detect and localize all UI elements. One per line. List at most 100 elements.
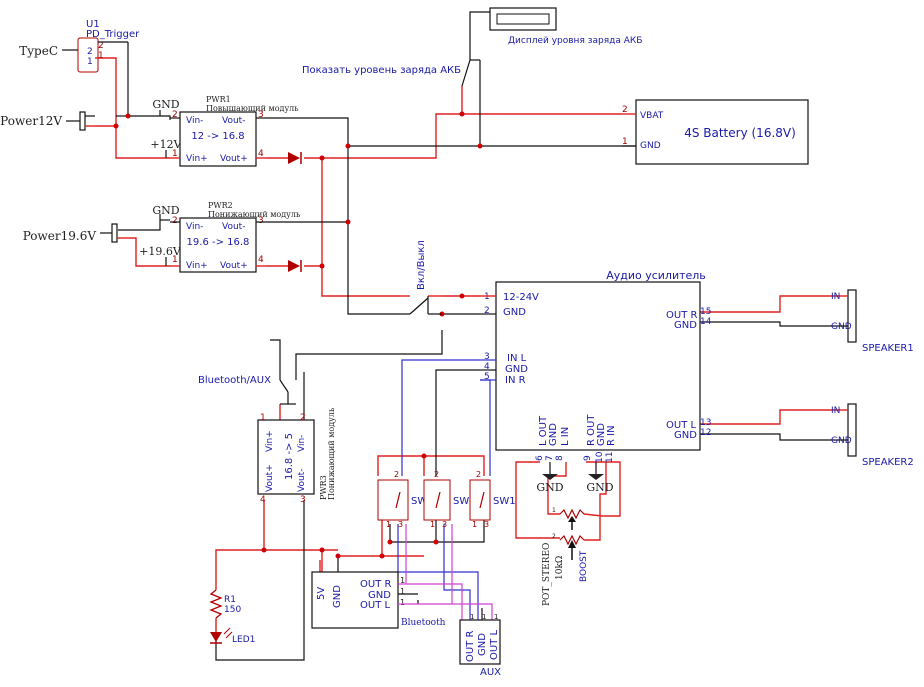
- pwr1-ratio: 12 -> 16.8: [191, 131, 244, 142]
- speaker2-gnd-text: GND: [831, 436, 852, 446]
- diode-1: [288, 152, 302, 164]
- battery-4s: 4S Battery (16.8V) VBAT GND 2 1: [622, 99, 809, 165]
- switches-p3-text: 3: [398, 520, 403, 529]
- aux-outr-text: OUT R: [465, 631, 476, 662]
- power-switch: Вкл/Выкл: [400, 240, 442, 315]
- pot-value: 10kΩ: [555, 556, 565, 580]
- magenta-wires: [405, 524, 493, 620]
- pwr2-vin_m-text: Vin-: [186, 222, 203, 232]
- pwr1-vin_p-text: Vin+: [186, 154, 208, 164]
- typec-label: TypeC: [19, 44, 58, 58]
- bluetooth-name: Bluetooth: [401, 618, 446, 628]
- speaker2-in-text: IN: [831, 406, 840, 416]
- pwr1-p1-text: 1: [172, 149, 178, 159]
- amp-p10-text: 10: [595, 451, 605, 463]
- aux-name: AUX: [480, 667, 501, 678]
- pwr3-p4-text: 4: [260, 495, 266, 505]
- amp-p13-text: 13: [700, 418, 711, 428]
- amp-p14n-text: GND: [674, 320, 697, 331]
- amp-p3n-text: IN L: [507, 353, 527, 364]
- speaker1-gnd-text: GND: [831, 322, 852, 332]
- battery-p1-text: 1: [622, 137, 628, 147]
- pot-p2-text: 2: [552, 533, 556, 540]
- pwr2-p3-text: 3: [258, 216, 264, 226]
- gnd-label-2: GND: [152, 204, 179, 217]
- switches-p2-text: 2: [394, 470, 399, 479]
- pwr3-vin_m-text: Vin-: [297, 435, 307, 452]
- bluetooth-module: 5V GND OUT R GND OUT L 1 1 1 Bluetooth: [311, 571, 446, 629]
- switches-sw1-text: SW1: [493, 496, 516, 507]
- pwr2-module: PWR2 Понижающий модуль 19.6 -> 16.8 Vin-…: [170, 201, 301, 273]
- show-charge-label: Показать уровень заряда АКБ: [302, 65, 461, 76]
- display-label: Дисплей уровня заряда АКБ: [508, 36, 642, 46]
- pwr3-p3-text: 3: [300, 495, 306, 505]
- plus12-label: +12V: [150, 138, 182, 151]
- amp-p2-text: 2: [484, 306, 490, 316]
- pwr3-desc: Понижающий модуль: [327, 407, 336, 500]
- pwr2-p1-text: 1: [172, 255, 178, 265]
- black-wires: [116, 11, 840, 661]
- speaker1: IN GND SPEAKER1: [831, 289, 914, 354]
- switches-p2-text: 2: [434, 470, 439, 479]
- pwr3-vin_p-text: Vin+: [265, 430, 275, 452]
- aux-p1-text: 1: [494, 613, 498, 621]
- pwr2-desc: Понижающий модуль: [208, 210, 301, 219]
- pot-p1-text: 1: [552, 507, 556, 514]
- switch-sw2: SW2 2 1 3: [423, 470, 476, 529]
- bluetooth-p1-text: 1: [400, 598, 405, 607]
- switches-p2-text: 2: [476, 470, 481, 479]
- speaker1-name: SPEAKER1: [862, 343, 914, 354]
- amp-p1n-text: 12-24V: [503, 292, 539, 303]
- amp-p14-text: 14: [700, 317, 712, 327]
- show-charge-button: Показать уровень заряда АКБ: [302, 59, 481, 87]
- amp-p6-text: 6: [535, 455, 545, 461]
- pwr3-module: Vin+ Vin- Vout+ Vout- 16.8 -> 5 PWR3 Пон…: [257, 407, 336, 505]
- r1-ref-text: R1: [224, 595, 236, 605]
- switch-sw1: SW1 2 1 3: [469, 470, 516, 529]
- pwr3-vout_p-text: Vout+: [265, 464, 275, 492]
- amp-p2n-text: GND: [503, 307, 526, 318]
- diode-2: [288, 260, 302, 272]
- pwr1-vout_p-text: Vout+: [220, 154, 248, 164]
- power12v-label: Power12V: [0, 114, 62, 128]
- gnd-text: GND: [586, 481, 613, 494]
- battery-name: 4S Battery (16.8V): [684, 126, 796, 140]
- junction-dots: [113, 111, 483, 559]
- amp-p11-text: 11: [605, 452, 615, 463]
- u1-name: PD_Trigger: [86, 29, 140, 40]
- u1-pin2-num: 2: [98, 41, 104, 51]
- amp-p7n-text: GND: [548, 423, 559, 446]
- amp-p8n-text: L IN: [560, 427, 571, 446]
- audio-amplifier: Аудио усилитель 1 12-24V 2 GND 3 IN L 4 …: [480, 269, 712, 463]
- pot-label: BOOST: [579, 550, 589, 582]
- gnd-symbol-amp-right: GND: [586, 474, 614, 494]
- pwr2-p4-text: 4: [258, 255, 264, 265]
- pwr1-ref: PWR1: [206, 95, 231, 104]
- amp-p13n-text: OUT L: [666, 420, 696, 431]
- pwr1-p4-text: 4: [258, 149, 264, 159]
- gnd-symbol-amp-left: GND: [536, 474, 564, 494]
- amp-p9n-text: R OUT: [586, 414, 597, 446]
- battery-display: Дисплей уровня заряда АКБ: [489, 7, 642, 46]
- switches-p1-text: 1: [386, 520, 391, 529]
- gnd-text: GND: [536, 481, 563, 494]
- bluetooth-outl-text: OUT L: [360, 600, 390, 611]
- bluetooth-outr-text: OUT R: [360, 579, 391, 590]
- plus196-label: +19.6V: [139, 245, 182, 258]
- amp-p12n-text: GND: [674, 430, 697, 441]
- amp-p9-text: 9: [583, 455, 593, 461]
- amp-title: Аудио усилитель: [606, 269, 706, 282]
- amp-p4-text: 4: [484, 362, 490, 372]
- bt-aux-switch: Bluetooth/AUX: [198, 339, 297, 405]
- u1-pin2: 2: [87, 47, 93, 57]
- u1-pin1: 1: [87, 57, 93, 67]
- amp-p6n-text: L OUT: [538, 415, 549, 446]
- led1-text: LED1: [232, 635, 255, 645]
- aux-gnd-text: GND: [477, 633, 488, 656]
- amp-p5n-text: IN R: [505, 375, 526, 386]
- amp-p5-text: 5: [484, 372, 490, 382]
- pwr1-desc: Повышающий модуль: [206, 104, 299, 113]
- u1-pd-trigger: U1 PD_Trigger 2 1 2 1 TypeC: [19, 19, 140, 73]
- amp-p7-text: 7: [545, 455, 555, 461]
- resistor-r1: R1 150: [209, 589, 241, 619]
